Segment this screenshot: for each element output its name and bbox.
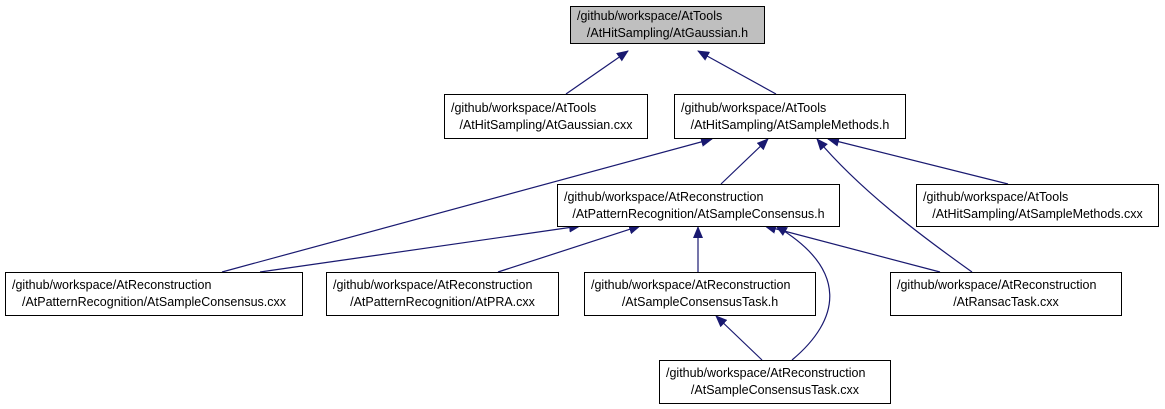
node-atsampleconsensustask-h[interactable]: /github/workspace/AtReconstruction /AtSa… — [584, 272, 816, 316]
edge-sctask-cxx-to-sctask-h — [715, 315, 763, 361]
edge-samplemethods-cxx-to-samplemethods-h — [827, 136, 1009, 185]
node-label-line2: /AtPatternRecognition/AtSampleConsensus.… — [572, 206, 825, 221]
edge-atpra-cxx-to-sampleconsensus-h — [497, 224, 641, 273]
node-label-line1: /github/workspace/AtReconstruction — [897, 278, 1097, 292]
node-label-line2: /AtSampleConsensusTask.cxx — [690, 383, 860, 397]
node-label-line2: /AtHitSampling/AtGaussian.cxx — [459, 117, 633, 132]
node-atsamplemethods-cxx[interactable]: /github/workspace/AtTools /AtHitSampling… — [916, 184, 1159, 227]
node-label-line2: /AtHitSampling/AtSampleMethods.cxx — [932, 206, 1143, 221]
node-label-line2: /AtHitSampling/AtGaussian.h — [586, 26, 749, 40]
node-label-line2: /AtPatternRecognition/AtPRA.cxx — [350, 295, 535, 309]
node-label-line1: /github/workspace/AtTools — [923, 189, 1069, 204]
edge-sctask-cxx-to-sampleconsensus-h — [775, 225, 831, 361]
node-label-line1: /github/workspace/AtReconstruction — [12, 278, 212, 292]
node-atransactask-cxx[interactable]: /github/workspace/AtReconstruction /AtRa… — [890, 272, 1122, 316]
node-label-line1: /github/workspace/AtTools — [681, 100, 827, 115]
node-atgaussian-cxx[interactable]: /github/workspace/AtTools /AtHitSampling… — [444, 94, 648, 139]
node-atpra-cxx[interactable]: /github/workspace/AtReconstruction /AtPa… — [326, 272, 559, 316]
node-atgaussian-h: /github/workspace/AtTools /AtHitSampling… — [570, 6, 765, 44]
node-label-line2: /AtRansacTask.cxx — [953, 295, 1059, 309]
edge-sampleconsensus-cxx-to-samplemethods-h — [221, 137, 713, 273]
node-label-line2: /AtSampleConsensusTask.h — [621, 295, 779, 309]
node-label-line1: /github/workspace/AtReconstruction — [333, 278, 533, 292]
node-label-line2: /AtHitSampling/AtSampleMethods.h — [690, 117, 890, 132]
node-label-line1: /github/workspace/AtReconstruction — [564, 189, 764, 204]
node-atsampleconsensus-h[interactable]: /github/workspace/AtReconstruction /AtPa… — [557, 184, 840, 227]
node-atsamplemethods-h[interactable]: /github/workspace/AtTools /AtHitSampling… — [674, 94, 906, 139]
edge-sampleconsensus-h-to-samplemethods-h — [720, 138, 769, 185]
node-atsampleconsensus-cxx[interactable]: /github/workspace/AtReconstruction /AtPa… — [5, 272, 303, 316]
edge-gaussian-cxx-to-gaussian-h — [565, 50, 629, 95]
edge-sampleconsensus-cxx-to-sampleconsensus-h — [259, 222, 581, 273]
node-label-line1: /github/workspace/AtTools — [451, 100, 597, 115]
node-atsampleconsensustask-cxx[interactable]: /github/workspace/AtReconstruction /AtSa… — [659, 360, 891, 404]
node-label-line1: /github/workspace/AtReconstruction — [591, 278, 791, 292]
edge-ransac-cxx-to-samplemethods-h — [816, 138, 973, 273]
node-label-line2: /AtPatternRecognition/AtSampleConsensus.… — [21, 295, 287, 309]
edge-ransac-cxx-to-sampleconsensus-h — [764, 223, 941, 273]
node-label-line1: /github/workspace/AtTools — [577, 9, 723, 23]
node-label-line1: /github/workspace/AtReconstruction — [666, 366, 866, 380]
edge-samplemethods-h-to-gaussian-h — [697, 50, 777, 95]
